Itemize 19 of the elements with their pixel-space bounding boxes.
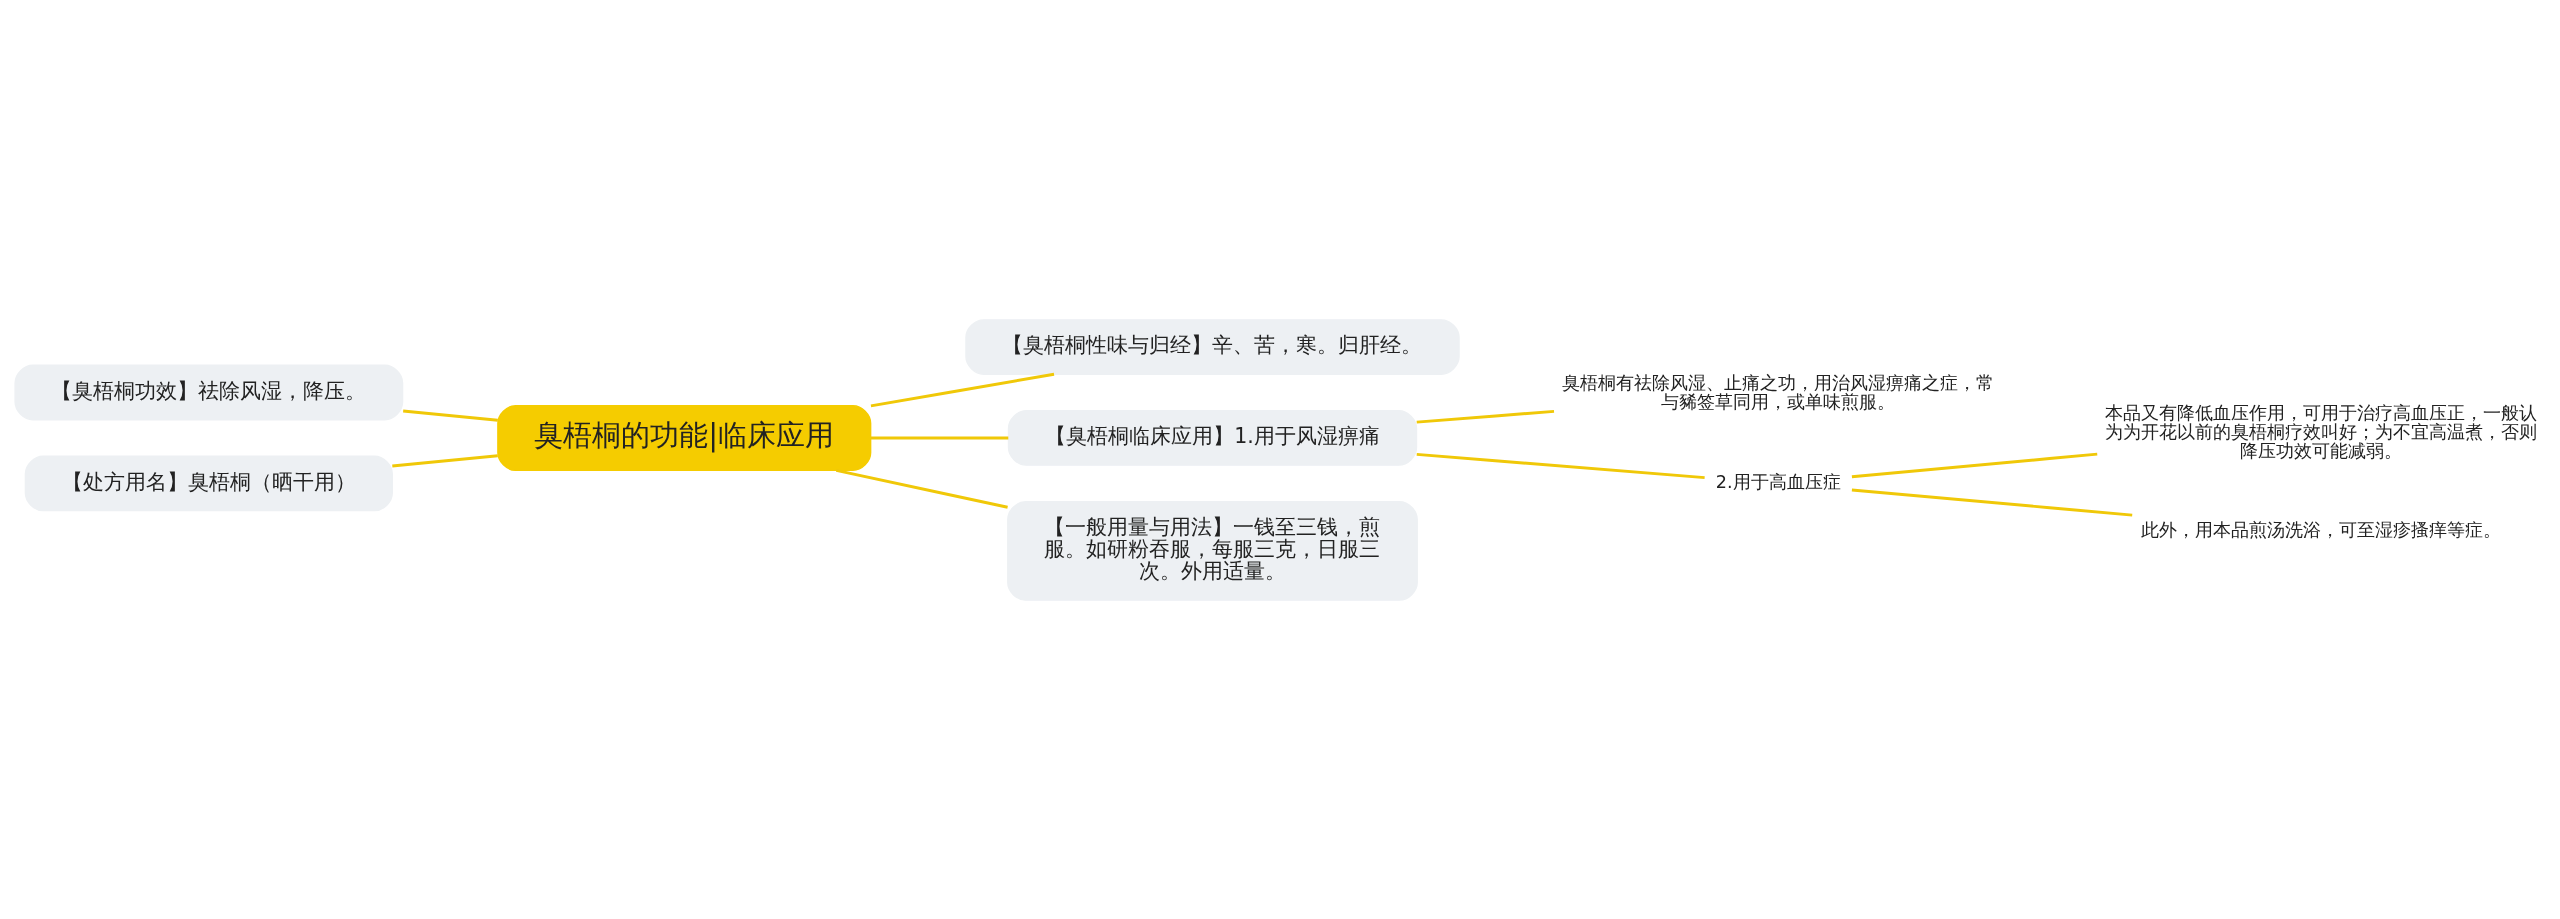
- connector: [835, 468, 1008, 509]
- node-box: 臭梧桐的功能|临床应用: [497, 404, 872, 471]
- node-text: 2.用于高血压症: [1715, 471, 1841, 492]
- node-box: 【一般用量与用法】一钱至三钱，煎服。如研粉吞服，每服三克，日服三次。外用适量。: [1007, 500, 1418, 601]
- node-box: 【处方用名】臭梧桐（晒干用）: [24, 455, 393, 511]
- connector: [1851, 452, 2098, 478]
- connector: [1851, 488, 2133, 517]
- connector: [870, 436, 1009, 439]
- node-box: 【臭梧桐性味与归经】辛、苦，寒。归肝经。: [965, 318, 1460, 375]
- node-box: 【臭梧桐功效】祛除风湿，降压。: [14, 364, 404, 420]
- connector: [870, 372, 1055, 407]
- connector: [1416, 409, 1555, 424]
- node-text: 本品又有降低血压作用，可用于治疗高血压正，一般认为为开花以前的臭梧桐疗效叫好；为不宜高温煮，否则降压功效可能减弱。: [2105, 402, 2538, 461]
- node-text: 臭梧桐有祛除风湿、止痛之功，用治风湿痹痛之症，常与豨签草同用，或单味煎服。: [1562, 372, 1995, 412]
- connector: [392, 453, 498, 467]
- connector: [403, 409, 498, 422]
- node-text: 此外，用本品煎汤洗浴，可至湿疹搔痒等症。: [2141, 519, 2502, 540]
- connector: [1416, 452, 1705, 479]
- node-box: 【臭梧桐临床应用】1.用于风湿痹痛: [1007, 409, 1418, 466]
